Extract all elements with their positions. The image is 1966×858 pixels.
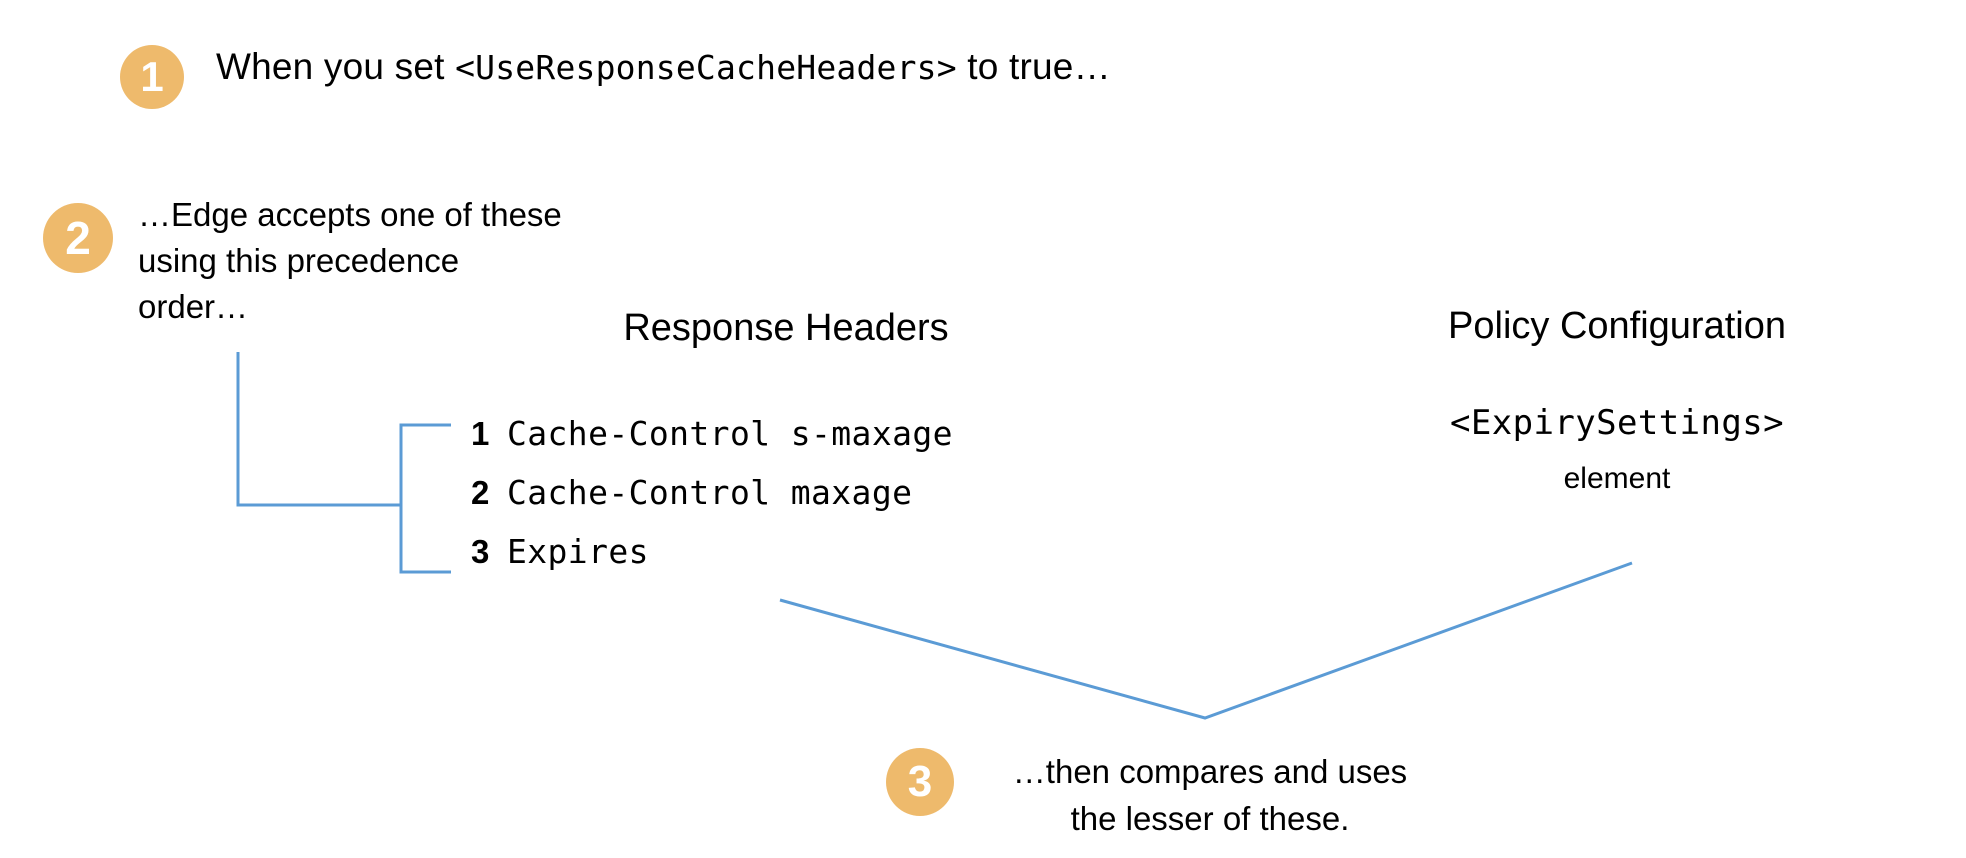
list-item-label: Expires: [507, 532, 649, 571]
response-headers-heading: Response Headers: [623, 307, 949, 349]
response-headers-list: 1 Cache-Control s-maxage 2 Cache-Control…: [471, 414, 953, 591]
step-2-text: …Edge accepts one of these using this pr…: [138, 192, 658, 330]
connector-step2-to-bracket: [236, 352, 401, 507]
step-1-text-lead: When you set: [216, 46, 456, 87]
step-3-text: …then compares and uses the lesser of th…: [975, 748, 1445, 842]
list-item-number: 2: [471, 474, 490, 511]
policy-element-word: element: [1563, 462, 1671, 495]
bracket-response-headers: [399, 423, 451, 574]
step-3-line-2: the lesser of these.: [1070, 800, 1350, 837]
list-item-label: Cache-Control s-maxage: [507, 414, 953, 453]
step-1-code-token: <UseResponseCacheHeaders>: [455, 48, 957, 87]
step-2-badge: 2: [43, 203, 113, 273]
step-1-badge: 1: [120, 45, 184, 109]
list-item: 1 Cache-Control s-maxage: [471, 414, 953, 473]
step-3-badge-label: 3: [907, 757, 933, 806]
list-item: 3 Expires: [471, 532, 953, 591]
step-1-text-tail: to true…: [956, 46, 1111, 87]
policy-element-code: <ExpirySettings>: [1450, 403, 1784, 443]
list-item-number: 1: [471, 415, 490, 452]
step-3-badge: 3: [886, 748, 954, 816]
step-1-badge-label: 1: [140, 53, 164, 100]
list-item: 2 Cache-Control maxage: [471, 473, 953, 532]
step-2-line-1: …Edge accepts one of these: [138, 196, 562, 233]
list-item-label: Cache-Control maxage: [507, 473, 913, 512]
step-3-line-1: …then compares and uses: [1012, 753, 1408, 790]
list-item-number: 3: [471, 533, 490, 570]
step-2-line-3: order…: [138, 288, 249, 325]
policy-configuration-heading: Policy Configuration: [1448, 305, 1786, 347]
step-2-badge-label: 2: [65, 212, 91, 264]
step-2-line-2: using this precedence: [138, 242, 460, 279]
step-1-text: When you set <UseResponseCacheHeaders> t…: [216, 46, 1111, 88]
